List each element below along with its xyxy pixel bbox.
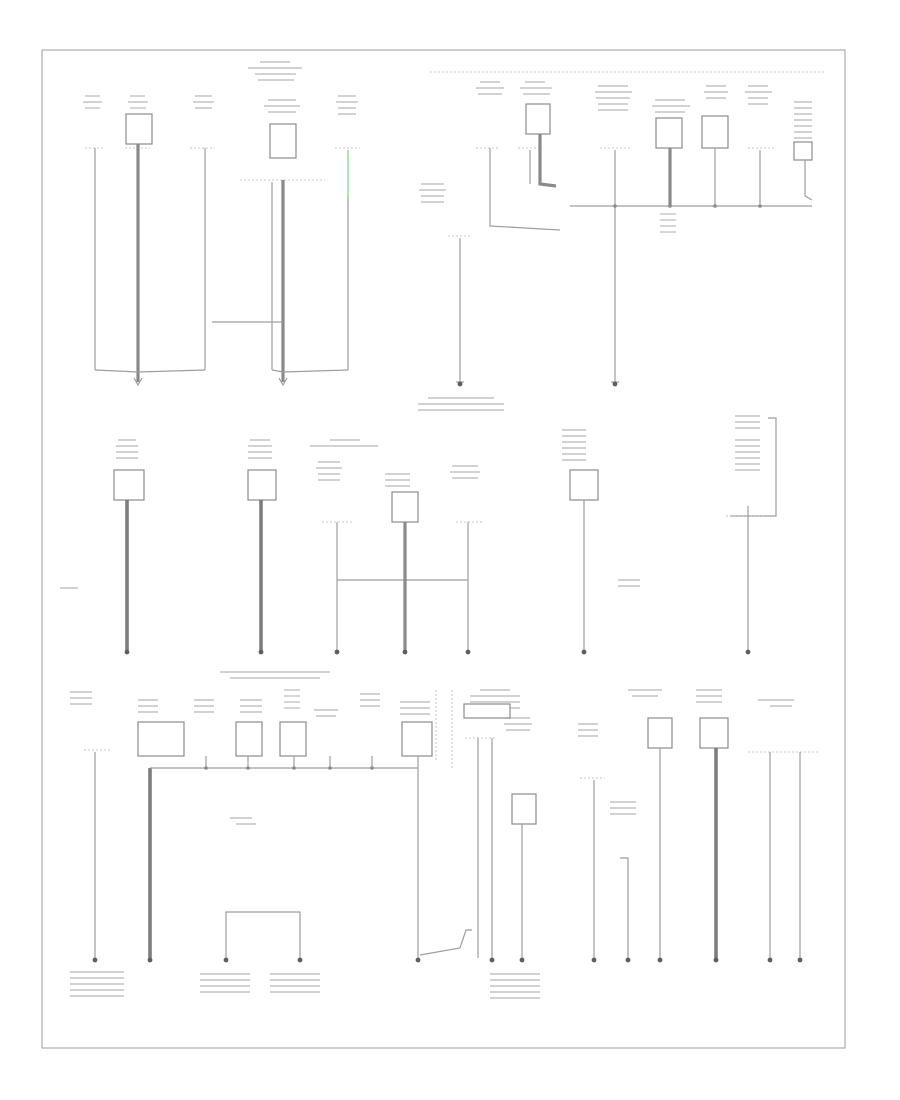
connector-box xyxy=(701,115,729,149)
connector-box xyxy=(793,141,813,161)
wire xyxy=(538,134,557,188)
top-left-group xyxy=(83,61,360,387)
connector-box xyxy=(125,113,153,145)
wire xyxy=(271,369,349,373)
connector-box xyxy=(655,117,683,149)
connector-box xyxy=(391,491,419,523)
connector-box xyxy=(401,721,433,757)
wire xyxy=(489,148,561,231)
diagram-frame xyxy=(41,49,846,1049)
connector-box xyxy=(269,123,297,159)
connector-box xyxy=(699,717,729,749)
connector-box xyxy=(511,793,537,825)
ground-symbol xyxy=(133,377,143,387)
wire xyxy=(804,160,813,201)
connector-box xyxy=(279,721,307,757)
connector-box xyxy=(647,717,673,749)
connector-box xyxy=(463,703,511,719)
connector-box xyxy=(137,721,185,757)
connector-box xyxy=(569,469,599,501)
connector-box xyxy=(525,103,551,135)
connector-box xyxy=(247,469,277,501)
middle-group xyxy=(60,415,777,650)
connector-box xyxy=(235,721,263,757)
wire xyxy=(620,857,629,958)
connector-box xyxy=(113,469,145,501)
wire xyxy=(94,369,206,373)
ground-symbol xyxy=(278,377,288,387)
ground-terminals xyxy=(92,381,803,963)
label-placeholders xyxy=(83,61,358,115)
bottom-group xyxy=(70,381,820,999)
wire xyxy=(225,911,301,958)
top-right-group xyxy=(418,71,825,411)
